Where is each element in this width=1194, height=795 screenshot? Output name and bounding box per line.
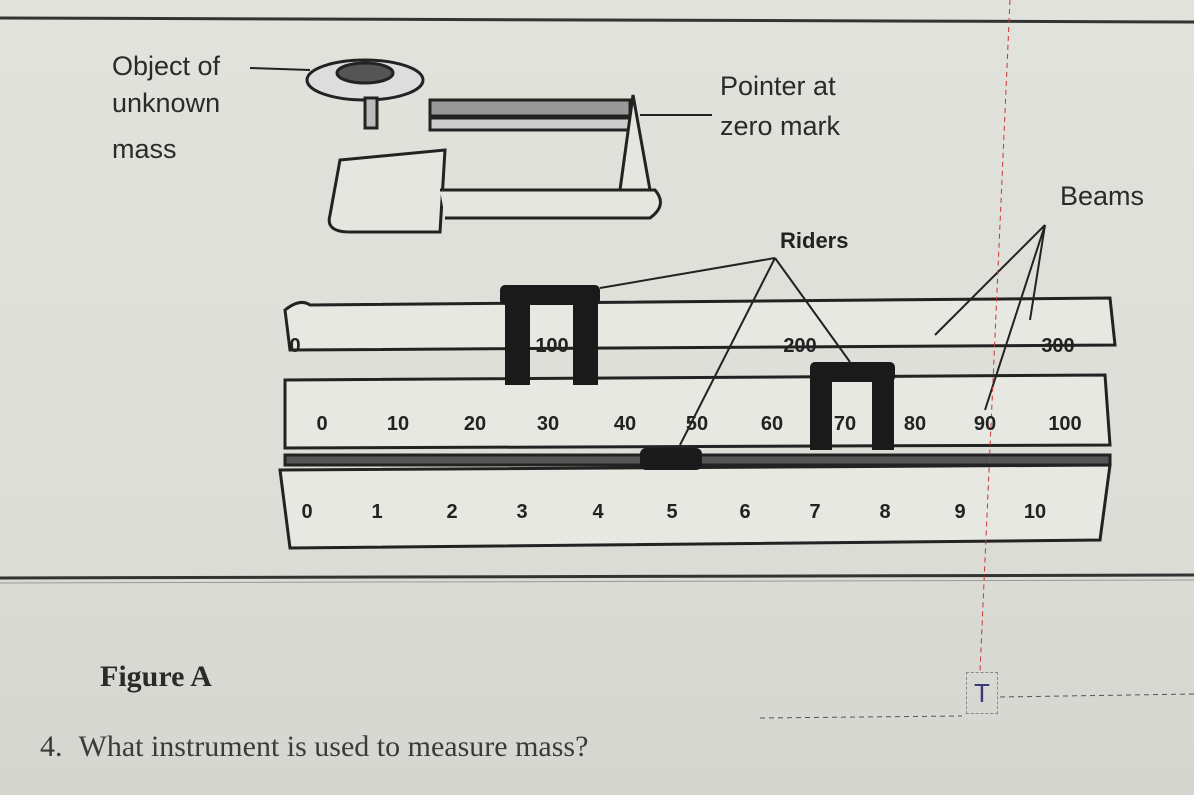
label-beams: Beams	[1060, 181, 1144, 211]
middle-beam-tick-50: 50	[686, 413, 708, 435]
middle-beam-tick-10: 10	[387, 413, 409, 435]
bottom-beam-tick-5: 5	[666, 501, 677, 523]
middle-beam-tick-100: 100	[1048, 413, 1081, 435]
middle-beam-tick-0: 0	[316, 413, 327, 435]
bottom-beam-tick-10: 10	[1024, 501, 1046, 523]
label-object-line2: unknown	[112, 88, 220, 118]
text-box-cursor[interactable]: T	[966, 672, 998, 714]
middle-beam-tick-90: 90	[974, 413, 996, 435]
question-text: What instrument is used to measure mass?	[78, 730, 589, 763]
middle-beam-tick-60: 60	[761, 413, 783, 435]
middle-beam-tick-30: 30	[537, 413, 559, 435]
question-4: 4. What instrument is used to measure mas…	[40, 730, 604, 764]
label-object-line1: Object of	[112, 51, 221, 81]
balance-illustration	[249, 58, 712, 234]
bottom-beam-tick-2: 2	[446, 501, 457, 523]
middle-beam-tick-70: 70	[834, 413, 856, 435]
bottom-beam-tick-7: 7	[809, 501, 820, 523]
bottom-beam-tick-1: 1	[371, 501, 382, 523]
top-beam-tick-200: 200	[783, 335, 816, 357]
figure-caption: Figure A	[100, 660, 212, 693]
label-object-line3: mass	[112, 134, 177, 164]
label-pointer-line1: Pointer at	[720, 71, 836, 101]
alignment-guide	[979, 0, 1011, 673]
middle-beam-tick-20: 20	[464, 413, 486, 435]
bottom-beam-tick-3: 3	[516, 501, 527, 523]
top-beam-tick-0: 0	[289, 335, 300, 357]
top-beam-tick-100: 100	[535, 335, 568, 357]
leader-lines	[599, 224, 1046, 446]
bottom-beam-tick-4: 4	[592, 501, 604, 523]
label-riders: Riders	[780, 228, 848, 253]
top-beam-tick-300: 300	[1041, 335, 1074, 357]
question-number: 4.	[40, 730, 63, 763]
middle-beam-tick-40: 40	[614, 413, 636, 435]
riders	[500, 285, 895, 470]
bottom-beam-tick-6: 6	[739, 501, 750, 523]
bottom-divider	[0, 573, 1194, 580]
bottom-beam-tick-8: 8	[879, 501, 890, 523]
bottom-beam-tick-0: 0	[301, 501, 312, 523]
bottom-beam-tick-9: 9	[954, 501, 965, 523]
middle-beam-tick-80: 80	[904, 413, 926, 435]
top-divider	[0, 16, 1194, 24]
label-pointer-line2: zero mark	[720, 111, 841, 141]
